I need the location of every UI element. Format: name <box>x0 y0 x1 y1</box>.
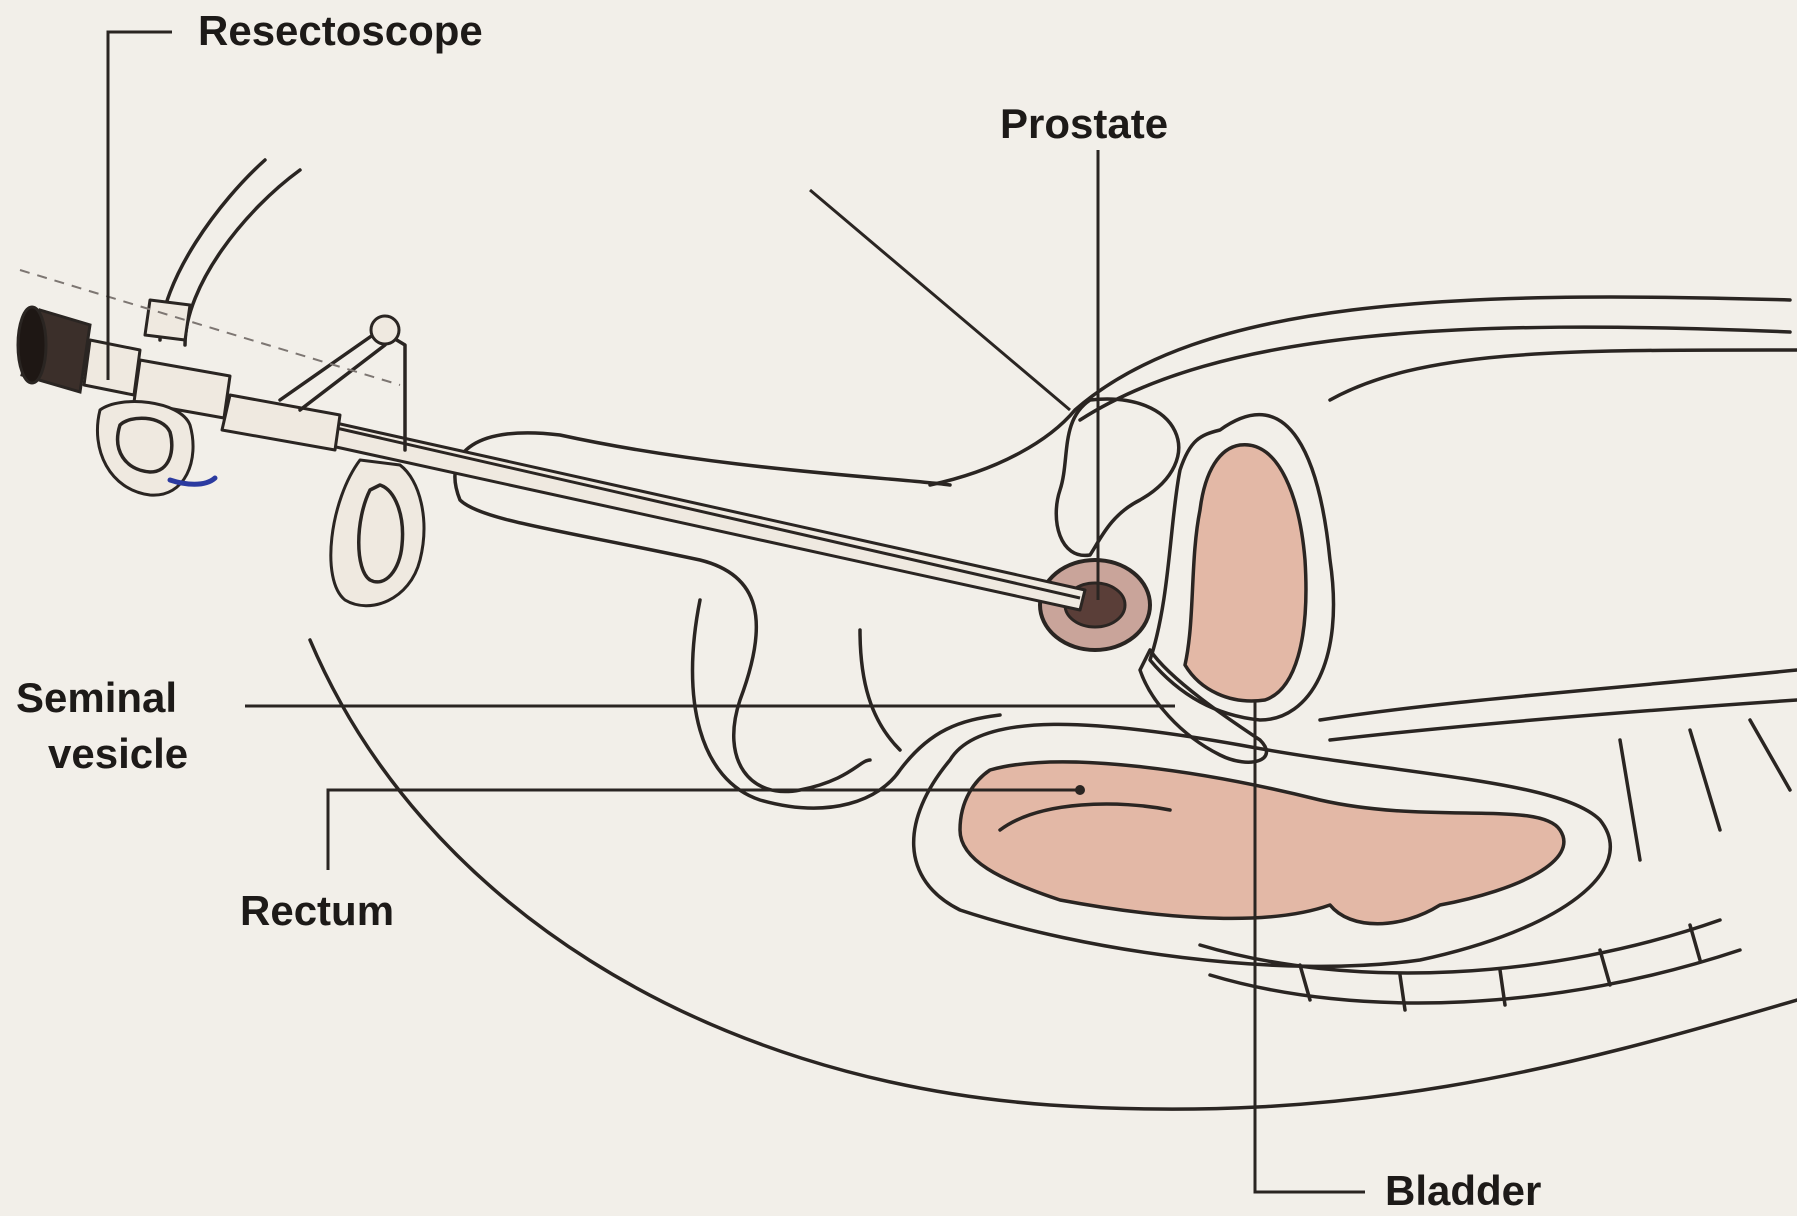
handle-knob <box>371 316 399 344</box>
prostate-label: Prostate <box>1000 100 1168 147</box>
bladder-label: Bladder <box>1385 1167 1541 1214</box>
rectum-label: Rectum <box>240 887 394 934</box>
resectoscope-connector <box>84 340 140 395</box>
eyepiece-rim <box>18 307 46 383</box>
resectoscope-label: Resectoscope <box>198 7 483 54</box>
seminal-vesicle-label-line2: vesicle <box>48 730 188 777</box>
rectum-leader-dot <box>1075 785 1085 795</box>
seminal-vesicle-label-line1: Seminal <box>16 674 177 721</box>
